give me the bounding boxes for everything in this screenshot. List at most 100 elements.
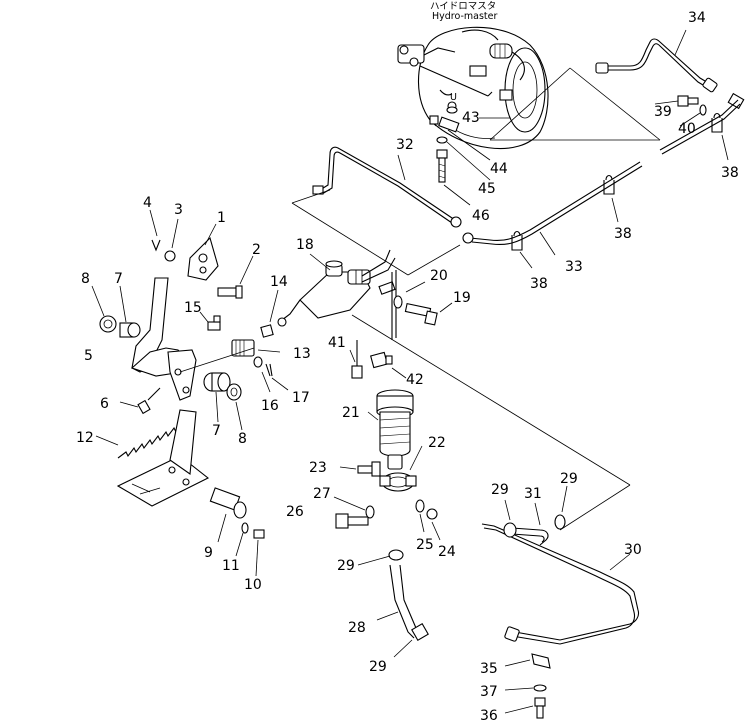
reservoir-21 — [376, 389, 414, 470]
yoke-13 — [231, 339, 255, 357]
callout-38-lower: 38 — [530, 276, 548, 292]
callout-34: 34 — [688, 10, 706, 26]
hose-clamp-29-right — [554, 514, 566, 530]
bolt-6 — [137, 387, 161, 415]
chamber-mark: U — [450, 92, 457, 103]
callout-29-upper: 29 — [337, 558, 355, 574]
callout-39: 39 — [654, 104, 672, 120]
callout-17: 17 — [292, 390, 310, 406]
callout-18: 18 — [296, 237, 314, 253]
callout-29-left: 29 — [491, 482, 509, 498]
bracket-22 — [379, 472, 417, 492]
hose-clamp-29-lower — [411, 623, 429, 641]
hydro-master-assembly: U — [397, 26, 549, 150]
callout-46: 46 — [472, 208, 490, 224]
bolt-23 — [357, 461, 381, 477]
cotter-pin-4 — [151, 239, 161, 252]
callout-1: 1 — [217, 210, 226, 226]
fitting-44 — [429, 115, 460, 133]
callout-9: 9 — [204, 545, 213, 561]
callout-31: 31 — [524, 486, 542, 502]
bushing-8-upper — [99, 315, 117, 333]
callout-38-right: 38 — [721, 165, 739, 181]
elbow-fitting-38-top — [727, 92, 745, 110]
callout-32: 32 — [396, 137, 414, 153]
hydro-master-title-en: Hydro-master — [432, 11, 498, 22]
tube-30 — [481, 523, 640, 645]
callout-29-right: 29 — [560, 471, 578, 487]
callout-33: 33 — [565, 259, 583, 275]
pin-3 — [164, 250, 176, 262]
callout-15: 15 — [184, 300, 202, 316]
callout-28: 28 — [348, 620, 366, 636]
master-cylinder-18 — [277, 249, 396, 327]
tube-33 — [462, 99, 741, 246]
callout-37: 37 — [480, 684, 498, 700]
bolt-36 — [534, 697, 546, 719]
callout-19: 19 — [453, 290, 471, 306]
hose-clamp-29-upper — [388, 549, 404, 561]
callout-8-upper: 8 — [81, 271, 90, 287]
nut-14 — [260, 324, 274, 338]
callout-11: 11 — [222, 558, 240, 574]
callout-10: 10 — [244, 577, 262, 593]
clamp-38-right — [711, 112, 723, 133]
callout-7-upper: 7 — [114, 271, 123, 287]
fitting-43 — [446, 106, 458, 114]
callout-40: 40 — [678, 121, 696, 137]
callout-24: 24 — [438, 544, 456, 560]
clamp-38-middle — [603, 174, 615, 195]
washer-11 — [241, 522, 249, 534]
tube-34 — [595, 38, 718, 93]
washer-25 — [415, 499, 425, 513]
bolt-39 — [677, 95, 699, 107]
pedal-bracket — [167, 349, 197, 401]
callout-3: 3 — [174, 202, 183, 218]
nut-24 — [426, 508, 438, 520]
bracket-1 — [187, 236, 219, 281]
cotter-pin-17 — [265, 363, 273, 377]
washer-37 — [533, 684, 547, 692]
callout-6: 6 — [100, 396, 109, 412]
callout-43: 43 — [462, 110, 480, 126]
pin-2 — [217, 285, 243, 299]
bushing-7-upper — [119, 322, 141, 338]
hydro-master-title-jp: ハイドロマスタ — [430, 1, 496, 12]
washer-45 — [436, 136, 448, 144]
callout-21: 21 — [342, 405, 360, 421]
hose-31 — [511, 527, 549, 546]
switch-42 — [370, 351, 393, 369]
pin-9 — [209, 487, 247, 519]
callout-23: 23 — [309, 460, 327, 476]
callout-26: 26 — [286, 504, 304, 520]
hose-clamp-29-left — [503, 522, 517, 538]
callout-4: 4 — [143, 195, 152, 211]
callout-45: 45 — [478, 181, 496, 197]
base-plate — [116, 409, 210, 507]
callout-12: 12 — [76, 430, 94, 446]
callout-13: 13 — [293, 346, 311, 362]
washer-40 — [699, 104, 707, 116]
callout-7-lower: 7 — [212, 423, 221, 439]
clamp-38-lower — [511, 230, 523, 251]
callout-8-lower: 8 — [238, 431, 247, 447]
bushing-7-lower — [203, 372, 231, 392]
clamp-35 — [531, 653, 551, 669]
fitting-41 — [351, 340, 363, 379]
washer-20 — [393, 295, 403, 309]
callout-14: 14 — [270, 274, 288, 290]
callout-16: 16 — [261, 398, 279, 414]
tube-32 — [312, 146, 462, 228]
pin-16 — [253, 356, 263, 368]
callout-2: 2 — [252, 242, 261, 258]
washer-27 — [365, 505, 375, 519]
callout-41: 41 — [328, 335, 346, 351]
callout-29-lower: 29 — [369, 659, 387, 675]
callout-36: 36 — [480, 708, 498, 721]
callout-25: 25 — [416, 537, 434, 553]
callout-5: 5 — [84, 348, 93, 364]
callout-42: 42 — [406, 372, 424, 388]
bolt-19 — [404, 302, 438, 326]
callout-22: 22 — [428, 435, 446, 451]
